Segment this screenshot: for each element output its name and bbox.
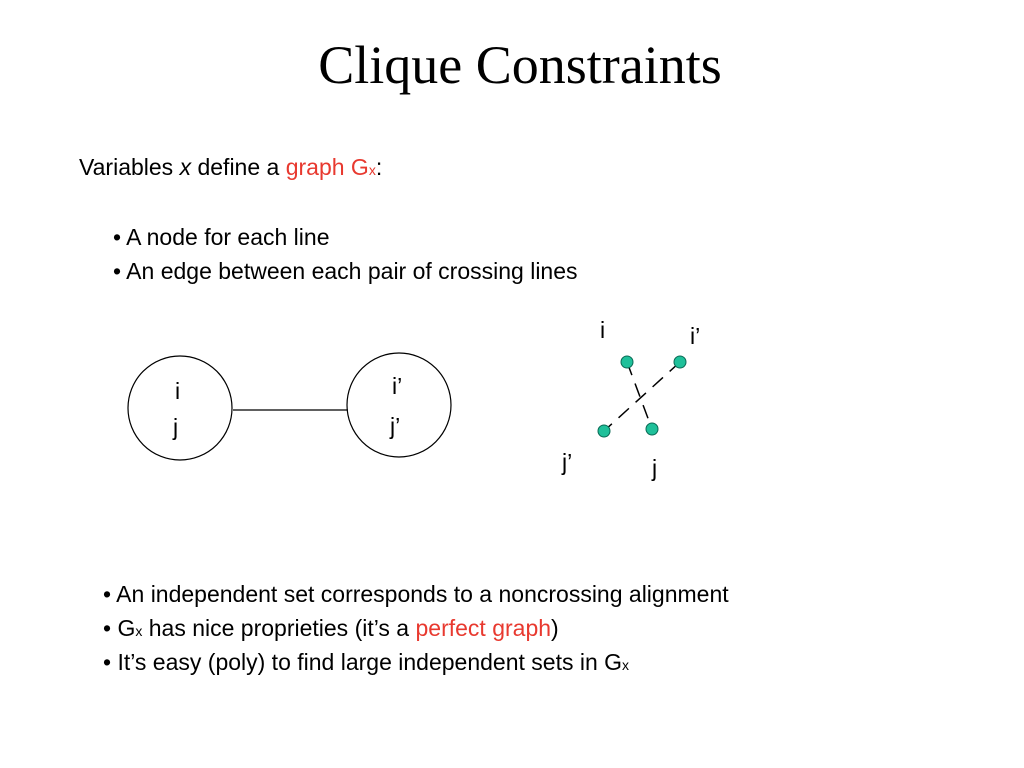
b3-sub: x: [622, 657, 630, 673]
intro-var: x: [179, 154, 192, 180]
bullet-independent-set: • An independent set corresponds to a no…: [103, 581, 729, 607]
b2-suffix: ): [551, 615, 559, 641]
dot-i-prime: [673, 355, 687, 369]
dot-j: [645, 422, 659, 436]
bullet-perfect-graph: • Gx has nice proprieties (it’s a perfec…: [103, 617, 559, 640]
bullet-easy-poly: • It’s easy (poly) to find large indepen…: [103, 651, 629, 674]
intro-prefix: Variables: [79, 154, 180, 180]
dot-j-prime: [597, 424, 611, 438]
graph-node-left: [127, 355, 233, 461]
b2-perfect-graph: perfect graph: [415, 615, 552, 641]
graph-node-right: [346, 352, 452, 458]
b3-prefix: • It’s easy (poly) to find large indepen…: [103, 649, 623, 675]
label-j: j: [651, 455, 657, 481]
line-i-prime-j-prime: [603, 361, 681, 432]
node-right-label-i-prime: i’: [392, 373, 402, 399]
label-j-prime: j’: [561, 449, 572, 475]
intro-line: Variables x define a graph Gx:: [79, 156, 382, 179]
crossing-diagram: i i’ j’ j: [561, 317, 700, 481]
bullet-edge-crossing: • An edge between each pair of crossing …: [113, 258, 578, 284]
label-i: i: [600, 317, 605, 343]
b2-prefix: • G: [103, 615, 136, 641]
line-i-j: [626, 361, 653, 430]
intro-graph-word: graph G: [285, 154, 369, 180]
slide-title: Clique Constraints: [318, 35, 722, 95]
b2-sub: x: [135, 623, 143, 639]
node-left-label-j: j: [172, 414, 178, 440]
dot-i: [620, 355, 634, 369]
b2-middle: has nice proprieties (it’s a: [142, 615, 416, 641]
intro-middle: define a: [191, 154, 286, 180]
graph-diagram: i j i’ j’: [127, 352, 452, 461]
label-i-prime: i’: [690, 323, 700, 349]
bullet-node-per-line: • A node for each line: [113, 224, 330, 250]
intro-graph-sub: x: [368, 162, 376, 178]
node-left-label-i: i: [175, 378, 180, 404]
intro-suffix: :: [375, 154, 383, 180]
node-right-label-j-prime: j’: [389, 413, 400, 439]
